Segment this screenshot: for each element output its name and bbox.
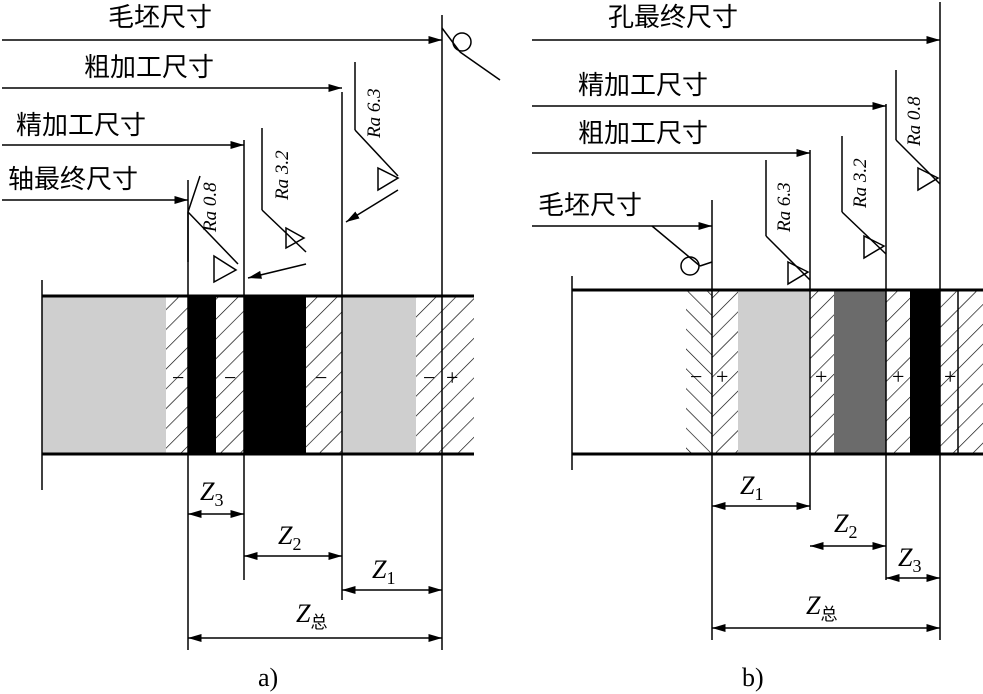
sign-a-1: − bbox=[172, 365, 184, 390]
blank-surface-symbol-b bbox=[680, 256, 700, 276]
sign-b-1: − bbox=[690, 364, 702, 389]
svg-text:Ra 0.8: Ra 0.8 bbox=[904, 96, 925, 147]
band-b-hatch-3 bbox=[810, 290, 834, 454]
band-a-hatch-2 bbox=[216, 296, 244, 454]
roughness-a-r3: Ra 0.8 bbox=[187, 175, 239, 284]
svg-text:Ra 0.8: Ra 0.8 bbox=[200, 182, 221, 233]
band-b-hatch-6 bbox=[958, 290, 983, 454]
band-b-white bbox=[572, 290, 686, 454]
band-b-gray bbox=[738, 290, 810, 454]
zt-b: Z总 bbox=[806, 591, 837, 625]
z3-b: Z3 bbox=[898, 543, 921, 576]
band-b-hatch-4 bbox=[886, 290, 910, 454]
caption-a: a) bbox=[258, 663, 278, 692]
roughness-a-r2: Ra 3.2 bbox=[247, 128, 307, 279]
roughness-b-r2: Ra 3.2 bbox=[841, 136, 887, 260]
sign-b-4: + bbox=[892, 364, 904, 389]
roughness-b-r1: Ra 6.3 bbox=[765, 160, 811, 286]
label-a-blank: 毛坯尺寸 bbox=[108, 3, 212, 33]
sign-b-5: + bbox=[944, 364, 956, 389]
z2-a: Z2 bbox=[278, 521, 301, 554]
z2-b: Z2 bbox=[834, 509, 857, 542]
label-b-final: 孔最终尺寸 bbox=[608, 3, 738, 33]
band-a-black-1 bbox=[188, 296, 216, 454]
band-b-hatch-5 bbox=[940, 290, 958, 454]
sign-b-3: + bbox=[815, 364, 827, 389]
svg-text:Ra 3.2: Ra 3.2 bbox=[272, 150, 293, 201]
sign-a-2: − bbox=[224, 365, 236, 390]
sign-a-5: + bbox=[446, 365, 458, 390]
band-b-hatch-2 bbox=[712, 290, 738, 454]
label-a-finish: 精加工尺寸 bbox=[16, 111, 146, 141]
band-a-hatch-1 bbox=[166, 296, 188, 454]
band-a-hatch-4 bbox=[416, 296, 474, 454]
band-a-black-2 bbox=[244, 296, 306, 454]
label-b-blank: 毛坯尺寸 bbox=[538, 191, 642, 221]
z3-a: Z3 bbox=[200, 477, 223, 510]
roughness-b-r3: Ra 0.8 bbox=[895, 70, 941, 192]
z1-a: Z1 bbox=[372, 555, 395, 588]
sign-a-4: − bbox=[423, 365, 435, 390]
band-a-hatch-3 bbox=[306, 296, 342, 454]
roughness-a-r1: Ra 6.3 bbox=[345, 62, 400, 223]
band-b-dark-gray bbox=[834, 290, 886, 454]
svg-text:Ra 3.2: Ra 3.2 bbox=[850, 158, 871, 209]
sign-a-3: − bbox=[315, 365, 327, 390]
label-b-rough: 粗加工尺寸 bbox=[578, 119, 708, 149]
band-a-final-gray bbox=[42, 296, 166, 454]
caption-b: b) bbox=[742, 663, 764, 692]
svg-text:Ra 6.3: Ra 6.3 bbox=[774, 182, 795, 233]
label-a-rough: 粗加工尺寸 bbox=[84, 53, 214, 83]
sign-b-2: + bbox=[716, 364, 728, 389]
band-b-hatch-1 bbox=[686, 290, 712, 454]
panel-b: − + + + + 孔最终尺寸 精加工尺寸 粗加工尺寸 毛坯尺寸 Ra 6.3 bbox=[532, 2, 983, 692]
label-b-finish: 精加工尺寸 bbox=[578, 71, 708, 101]
band-a-gray-2 bbox=[342, 296, 416, 454]
zt-a: Z总 bbox=[296, 599, 327, 633]
blank-surface-symbol-a bbox=[452, 32, 472, 52]
band-b-black bbox=[910, 290, 940, 454]
label-a-final: 轴最终尺寸 bbox=[8, 165, 138, 195]
z1-b: Z1 bbox=[740, 471, 763, 504]
panel-a: − − − − + 毛坯尺寸 粗加工尺寸 精加工尺寸 轴最终尺寸 Ra 0.8 bbox=[2, 3, 501, 692]
svg-text:Ra 6.3: Ra 6.3 bbox=[364, 88, 385, 139]
